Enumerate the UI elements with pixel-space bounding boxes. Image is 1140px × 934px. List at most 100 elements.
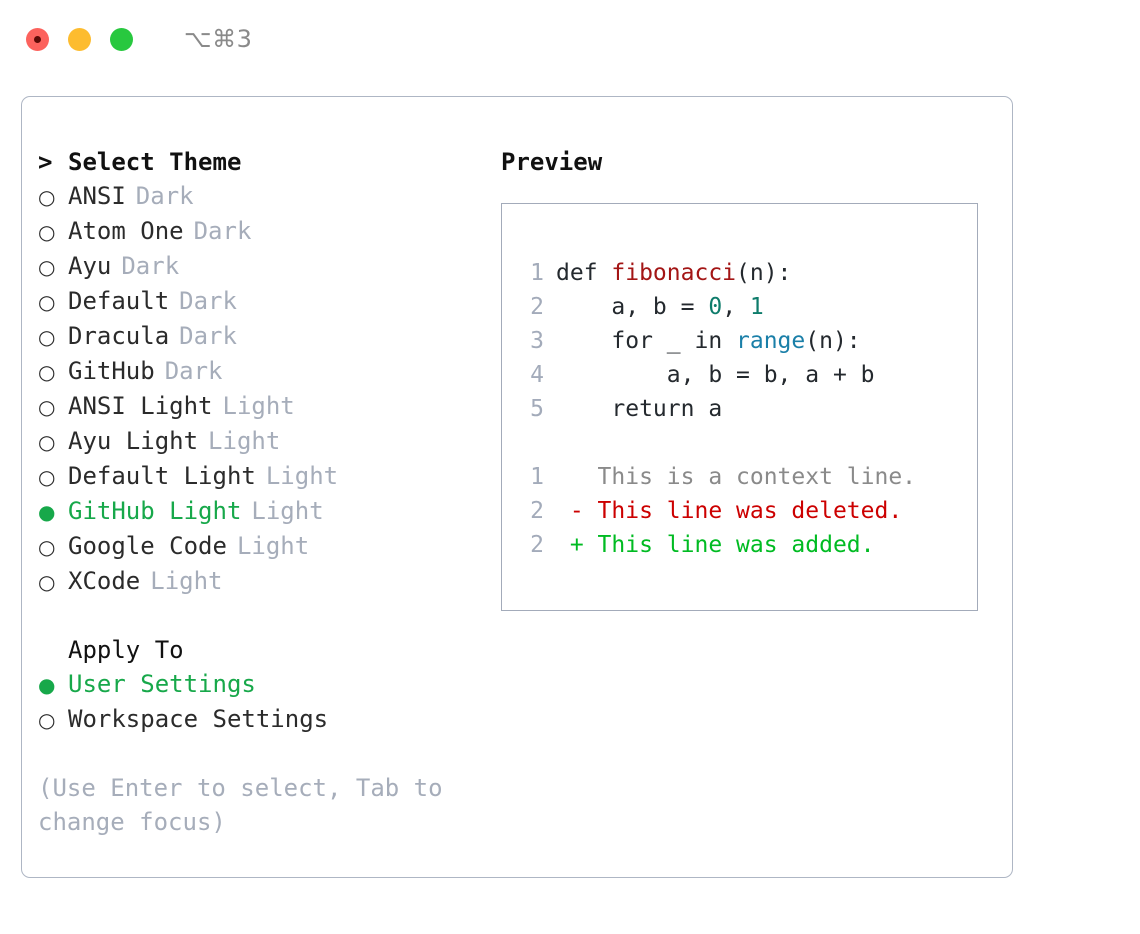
preview-title: Preview <box>501 148 603 176</box>
radio-unselected-icon: ○ <box>38 255 56 279</box>
theme-list-item[interactable]: ○ Default Dark <box>38 284 478 319</box>
code-token-plain: for _ in <box>611 328 737 354</box>
code-line-content: def fibonacci(n): <box>556 256 791 290</box>
theme-variant-badge: Dark <box>179 322 237 350</box>
prompt-caret-icon: > <box>38 148 53 176</box>
apply-to-title: Apply To <box>68 636 184 664</box>
code-token-num: 1 <box>749 294 764 320</box>
apply-to-list: ●User Settings ○ Workspace Settings <box>38 667 478 737</box>
theme-name: Default Light <box>68 462 256 490</box>
code-token-plain: return a <box>611 396 723 422</box>
code-token-plain: a, b = <box>611 294 709 320</box>
diff-line-content-add: + This line was added. <box>556 532 875 558</box>
theme-name: GitHub <box>68 357 155 385</box>
theme-variant-badge: Light <box>236 532 310 560</box>
apply-to-option[interactable]: ○ Workspace Settings <box>38 702 478 737</box>
radio-unselected-icon: ○ <box>38 535 56 559</box>
diff-line: 1 This is a context line. <box>516 460 977 494</box>
diff-sample: 1 This is a context line.2 - This line w… <box>516 460 977 562</box>
close-button-icon[interactable] <box>26 27 49 51</box>
theme-name: Default <box>68 287 170 315</box>
code-token-plain: def <box>556 260 612 286</box>
theme-name: Atom One <box>68 217 184 245</box>
code-line: 2 a, b = 0, 1 <box>516 290 977 324</box>
minimize-button-icon[interactable] <box>68 27 91 51</box>
radio-unselected-icon: ○ <box>38 430 56 454</box>
theme-name: Google Code <box>68 532 227 560</box>
code-line-number: 2 <box>530 294 544 320</box>
select-theme-title: Select Theme <box>68 148 242 176</box>
code-line: 4 a, b = b, a + b <box>516 358 977 392</box>
code-line-number: 1 <box>530 260 544 286</box>
radio-selected-icon: ● <box>38 500 56 524</box>
radio-unselected-icon: ○ <box>38 708 56 732</box>
radio-unselected-icon: ○ <box>38 185 56 209</box>
radio-selected-icon: ● <box>38 673 56 697</box>
theme-name: Ayu Light <box>68 427 199 455</box>
diff-line-number: 2 <box>530 498 544 524</box>
apply-to-label: Workspace Settings <box>68 705 329 733</box>
theme-name: Ayu <box>68 252 112 280</box>
theme-variant-badge: Dark <box>193 217 252 245</box>
theme-list-item[interactable]: ○ Ayu Light Light <box>38 424 478 459</box>
theme-variant-badge: Light <box>265 462 339 490</box>
keyboard-shortcut-label: ⌥⌘3 <box>184 25 253 53</box>
apply-to-option[interactable]: ●User Settings <box>38 667 478 702</box>
code-token-plain: (n): <box>805 328 861 354</box>
theme-name: Dracula <box>68 322 170 350</box>
theme-variant-badge: Dark <box>179 287 237 315</box>
radio-unselected-icon: ○ <box>38 465 56 489</box>
maximize-button-icon[interactable] <box>110 27 133 51</box>
code-line-content: a, b = 0, 1 <box>556 290 764 324</box>
code-token-builtin: range <box>736 328 806 354</box>
diff-line-content-del: - This line was deleted. <box>556 498 903 524</box>
theme-name: ANSI Light <box>68 392 213 420</box>
code-line-number: 3 <box>530 328 544 354</box>
theme-list-item[interactable]: ○ Default Light Light <box>38 459 478 494</box>
radio-unselected-icon: ○ <box>38 325 56 349</box>
diff-line: 2 - This line was deleted. <box>516 494 977 528</box>
apply-to-marker-space <box>38 633 68 667</box>
code-token-plain: (n): <box>736 260 792 286</box>
select-theme-header: > Select Theme <box>38 145 478 179</box>
theme-name: ANSI <box>68 182 126 210</box>
code-token-plain: a, b = b, a + b <box>666 362 875 388</box>
code-token-num: 0 <box>708 294 723 320</box>
apply-to-header: Apply To <box>38 633 478 667</box>
radio-unselected-icon: ○ <box>38 220 56 244</box>
radio-unselected-icon: ○ <box>38 570 56 594</box>
diff-line-number: 2 <box>530 532 544 558</box>
theme-variant-badge: Dark <box>164 357 223 385</box>
theme-list-item[interactable]: ○ Google Code Light <box>38 529 478 564</box>
code-line: 1 def fibonacci(n): <box>516 256 977 290</box>
radio-unselected-icon: ○ <box>38 395 56 419</box>
diff-line: 2 + This line was added. <box>516 528 977 562</box>
radio-unselected-icon: ○ <box>38 290 56 314</box>
keyboard-hint-text: (Use Enter to select, Tab to change focu… <box>38 774 443 836</box>
theme-list-item[interactable]: ○ Atom One Dark <box>38 214 478 249</box>
code-diff-gap <box>516 426 977 460</box>
list-spacer <box>38 599 478 633</box>
diff-line-content-ctx: This is a context line. <box>556 464 917 490</box>
theme-list-item[interactable]: ○ Dracula Dark <box>38 319 478 354</box>
code-line-number: 5 <box>530 396 544 422</box>
theme-variant-badge: Dark <box>135 182 194 210</box>
diff-line-number: 1 <box>530 464 544 490</box>
theme-variant-badge: Light <box>251 497 324 525</box>
code-line-content: return a <box>556 392 722 426</box>
theme-variant-badge: Light <box>208 427 281 455</box>
theme-list-item[interactable]: ○ ANSI Dark <box>38 179 478 214</box>
traffic-light-group <box>26 27 133 51</box>
